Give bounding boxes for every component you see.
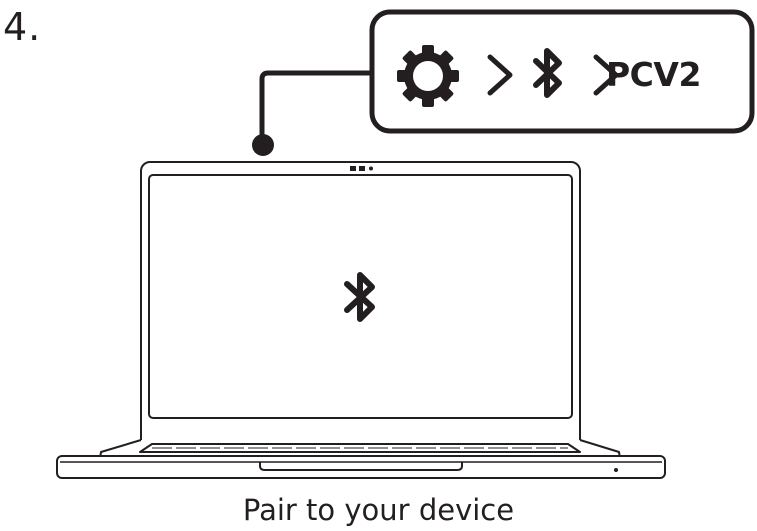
chevron-right-icon [487,54,513,96]
screen-bluetooth-icon [344,272,375,322]
device-name-label: PCV2 [606,55,701,94]
bluetooth-icon [533,48,562,98]
indicator-light [614,468,618,472]
caption: Pair to your device [242,493,515,527]
step-number: 4. [3,5,42,49]
webcam [350,166,356,171]
connector-line [252,70,375,156]
chevron-right-icon [593,54,619,96]
gear-icon [397,45,459,107]
settings-callout [369,9,755,134]
